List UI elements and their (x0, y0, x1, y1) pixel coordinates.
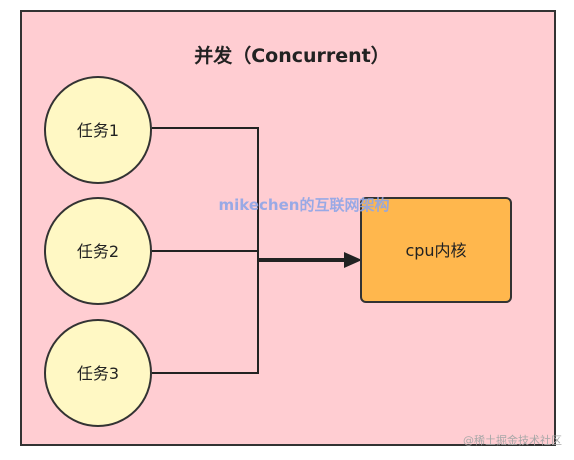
task-circle (44, 76, 152, 184)
cpu-core-label: cpu内核 (405, 241, 466, 260)
task-node: 任务1 (44, 76, 152, 184)
task-label: 任务3 (77, 364, 119, 383)
task-label: 任务1 (77, 121, 119, 140)
task-node: 任务2 (44, 197, 152, 305)
watermark: mikechen的互联网架构 (219, 196, 390, 214)
cpu-core-box (360, 197, 512, 303)
credit-text: @稀土掘金技术社区 (463, 433, 562, 447)
diagram-title: 并发（Concurrent） (194, 44, 390, 67)
arrow-head-icon (344, 252, 362, 268)
cpu-core-node: cpu内核 (360, 197, 512, 303)
connectors (152, 127, 348, 374)
task-circle (44, 319, 152, 427)
task-circle (44, 197, 152, 305)
connector-task1 (152, 127, 259, 260)
connector-task3 (152, 260, 259, 374)
task-label: 任务2 (77, 242, 119, 261)
task-node: 任务3 (44, 319, 152, 427)
